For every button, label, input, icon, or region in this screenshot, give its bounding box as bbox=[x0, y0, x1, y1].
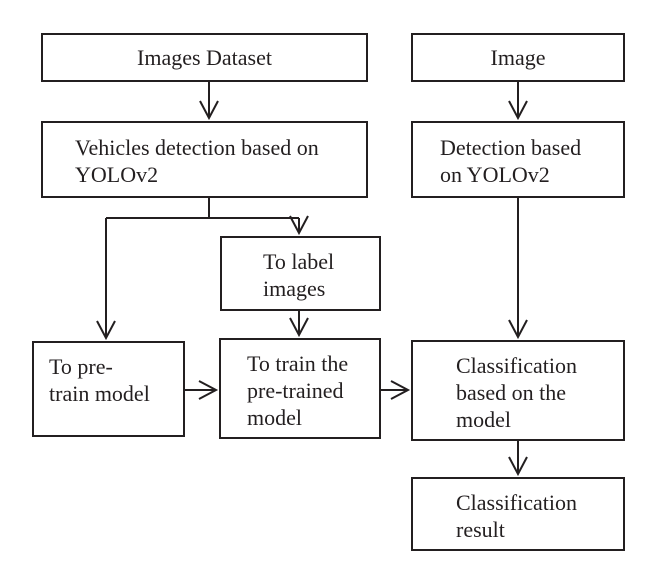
train-pretrained-line-3: model bbox=[247, 405, 302, 430]
image-label: Image bbox=[490, 45, 546, 70]
train-pretrained-model-label: To train the pre-trained model bbox=[247, 350, 348, 431]
vehicles-detection-line-1: Vehicles detection based on bbox=[75, 135, 319, 160]
arrowhead-train-to-classification bbox=[390, 380, 411, 400]
images-dataset-box: Images Dataset bbox=[41, 33, 368, 82]
pretrain-model-line-2: train model bbox=[49, 381, 150, 406]
arrowhead-image-to-detection bbox=[508, 100, 528, 121]
label-images-label: To label images bbox=[263, 248, 334, 302]
image-box: Image bbox=[411, 33, 625, 82]
detection-label: Detection based on YOLOv2 bbox=[440, 134, 581, 188]
vehicles-detection-label: Vehicles detection based on YOLOv2 bbox=[75, 134, 319, 188]
arrowhead-detection-to-classification bbox=[508, 319, 528, 340]
pretrain-model-line-1: To pre- bbox=[49, 354, 113, 379]
pretrain-model-box: To pre- train model bbox=[32, 341, 185, 437]
arrowhead-pretrain-to-train bbox=[198, 380, 219, 400]
arrowhead-dataset-to-vehicles-detection bbox=[199, 100, 219, 121]
images-dataset-label: Images Dataset bbox=[137, 45, 272, 70]
train-pretrained-line-2: pre-trained bbox=[247, 378, 344, 403]
label-images-box: To label images bbox=[220, 236, 381, 311]
label-images-line-1: To label bbox=[263, 249, 335, 274]
train-pretrained-line-1: To train the bbox=[247, 351, 349, 376]
classification-result-box: Classification result bbox=[411, 477, 625, 551]
pretrain-model-label: To pre- train model bbox=[49, 353, 150, 407]
classification-result-line-2: result bbox=[456, 517, 505, 542]
detection-box: Detection based on YOLOv2 bbox=[411, 121, 625, 198]
classification-box: Classification based on the model bbox=[411, 340, 625, 441]
classification-result-line-1: Classification bbox=[456, 490, 577, 515]
classification-line-1: Classification bbox=[456, 353, 577, 378]
classification-line-3: model bbox=[456, 407, 511, 432]
label-images-line-2: images bbox=[263, 276, 326, 301]
classification-result-label: Classification result bbox=[456, 489, 577, 543]
arrowhead-label-to-train bbox=[289, 317, 309, 338]
vehicles-detection-box: Vehicles detection based on YOLOv2 bbox=[41, 121, 368, 198]
train-pretrained-model-box: To train the pre-trained model bbox=[219, 338, 381, 439]
detection-line-1: Detection based bbox=[440, 135, 582, 160]
arrowhead-to-pretrain-model bbox=[96, 320, 116, 341]
arrowhead-to-label-images bbox=[289, 215, 309, 236]
arrowhead-classification-to-result bbox=[508, 456, 528, 477]
classification-label: Classification based on the model bbox=[456, 352, 577, 433]
vehicles-detection-line-2: YOLOv2 bbox=[75, 162, 159, 187]
detection-line-2: on YOLOv2 bbox=[440, 162, 550, 187]
classification-line-2: based on the bbox=[456, 380, 566, 405]
